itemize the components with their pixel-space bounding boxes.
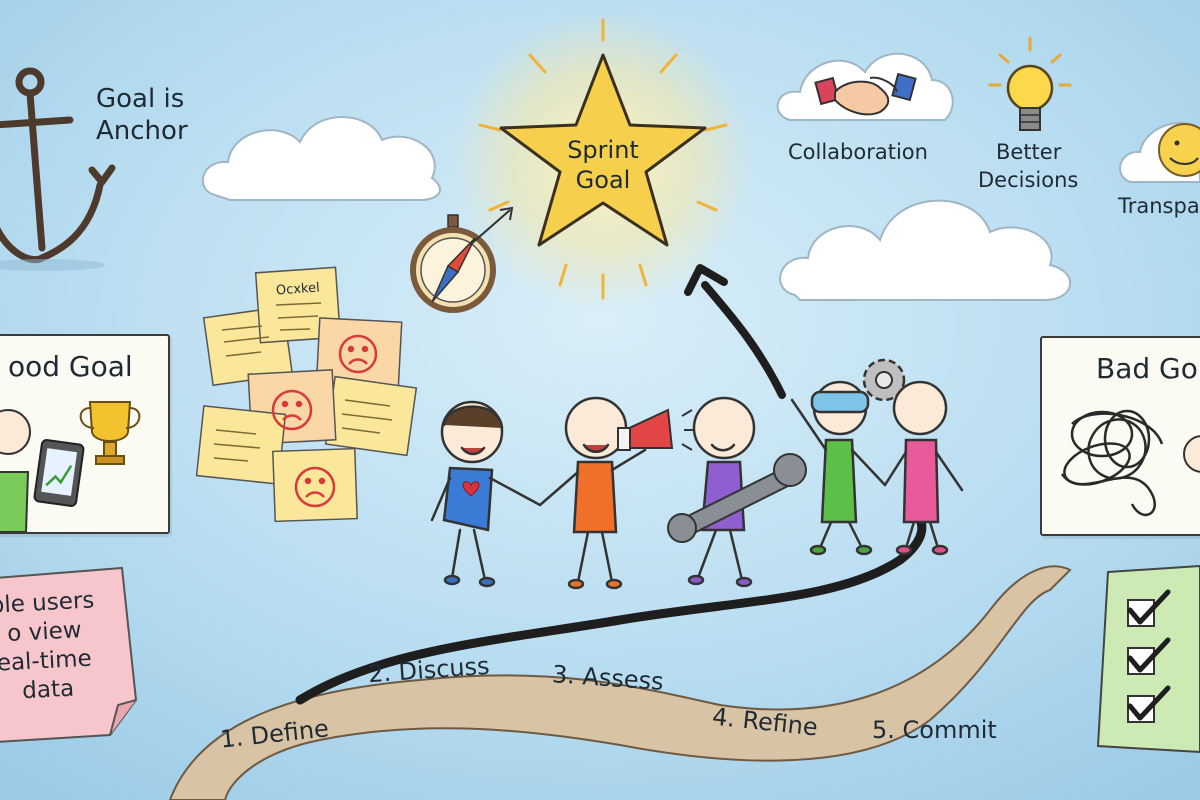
person-blue — [430, 400, 542, 588]
anchor-shadow — [0, 259, 105, 271]
gear-icon — [862, 358, 906, 402]
tangled-scribble-icon — [1060, 409, 1200, 516]
bad-goal-card: Bad Go — [1040, 336, 1200, 536]
better-decisions-line2: Decisions — [978, 168, 1079, 192]
step-commit: 5. Commit — [872, 716, 997, 744]
cloud-left — [201, 116, 441, 201]
megaphone-icon — [617, 408, 696, 451]
transparency-label: Transpa — [1118, 194, 1200, 218]
star-rays — [478, 18, 728, 300]
person-green — [790, 380, 887, 556]
trophy-icon — [88, 401, 132, 442]
checklist-card — [1096, 564, 1200, 754]
collaboration-label: Collaboration — [788, 140, 928, 164]
lightbulb-icon — [988, 36, 1072, 131]
good-goal-title: ood Goal — [8, 350, 133, 383]
person-pink — [883, 380, 964, 556]
smiley-sun-icon — [1158, 123, 1200, 177]
anchor-icon — [0, 67, 116, 264]
upward-arrow — [684, 264, 786, 399]
sad-face-icons — [271, 334, 378, 508]
star-label-line1: Sprint — [567, 136, 639, 164]
black-track — [295, 515, 927, 705]
handshake-icon — [814, 72, 917, 116]
anchor-label-line1: Goal is — [96, 84, 185, 114]
compass-icon — [410, 206, 514, 313]
cloud-right — [779, 199, 1071, 301]
better-decisions-line1: Better — [996, 140, 1062, 164]
good-goal-card: ood Goal — [0, 334, 170, 534]
pink-note-text: ble users o view eal-time data — [0, 585, 133, 708]
wrench-icon — [667, 453, 807, 543]
sprint-goal-star — [499, 53, 707, 247]
sticky-note-text: Ocxkel — [275, 280, 321, 299]
person-orange — [538, 396, 647, 590]
anchor-label-line2: Anchor — [96, 116, 188, 146]
pink-note-fold — [109, 699, 137, 736]
journey-road — [168, 565, 1072, 800]
star-label-line2: Goal — [575, 166, 631, 194]
sticky-notes-cluster — [195, 266, 418, 523]
bad-goal-title: Bad Go — [1096, 352, 1198, 385]
good-goal-illustration — [0, 401, 141, 532]
